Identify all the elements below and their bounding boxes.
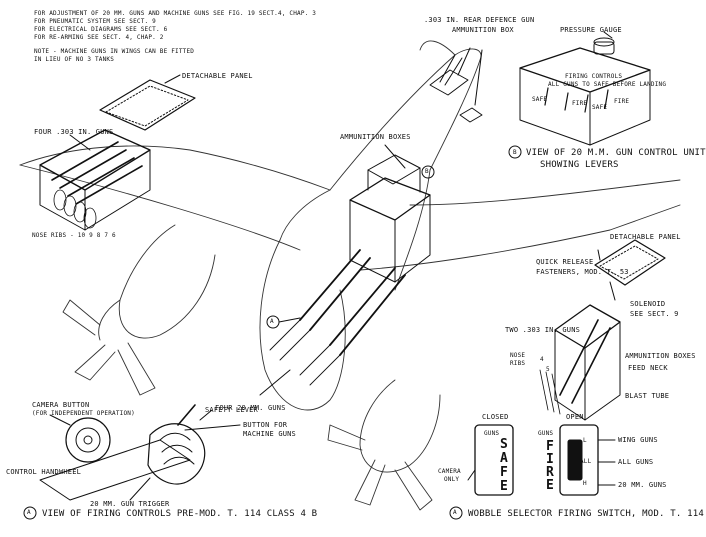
four-20mm-label: FOUR 20 MM. GUNS [215, 404, 286, 412]
callout-b-view: B [513, 149, 517, 156]
solenoid-label-1: SOLENOID [630, 300, 666, 308]
four-303-guns-label: FOUR .303 IN. GUNS [34, 128, 114, 136]
button-mg-label-1: BUTTON FOR [243, 421, 288, 429]
lever-label-3: SAFE [592, 104, 608, 111]
safety-lever-label: SAFETY LEVER [205, 406, 258, 414]
rib-number-4: 4 [540, 356, 544, 363]
closed-label: CLOSED [482, 413, 509, 421]
fire-letter-e: E [546, 478, 555, 493]
detachable-panel-left-label: DETACHABLE PANEL [182, 72, 253, 80]
lever-label-1: SAFE [532, 96, 548, 103]
safe-letter-a: A [500, 451, 509, 466]
camera-button-label-1: CAMERA BUTTON [32, 401, 90, 409]
quick-release-label-1: QUICK RELEASE [536, 258, 594, 266]
gun-trigger-label: 20 MM. GUN TRIGGER [90, 500, 170, 508]
tank-note-2: IN LIEU OF NO 3 TANKS [34, 56, 115, 63]
view-b-caption-1: VIEW OF 20 M.M. GUN CONTROL UNIT [526, 148, 706, 158]
lever-label-2: FIRE [572, 100, 588, 107]
fire-letter-i: I [546, 452, 555, 467]
open-label: OPEN [566, 413, 584, 421]
firing-controls-title: FIRING CONTROLS [565, 73, 623, 80]
nose-ribs-left-label: NOSE RIBS - 10 9 8 7 6 [32, 232, 116, 239]
tank-note-1: NOTE - MACHINE GUNS IN WINGS CAN BE FITT… [34, 48, 195, 55]
quick-release-label-2: FASTENERS, MOD. T. 53 [536, 268, 629, 276]
guns-word-closed: GUNS [484, 430, 500, 437]
wobble-caption: WOBBLE SELECTOR FIRING SWITCH, MOD. T. 1… [468, 509, 704, 519]
rear-gun-label-1: .303 IN. REAR DEFENCE GUN [424, 16, 535, 24]
solenoid-label-2: SEE SECT. 9 [630, 310, 679, 318]
callout-a-wobble: A [453, 509, 457, 516]
note-line-4: FOR RE-ARMING SEE SECT. 4, CHAP. 2 [34, 34, 164, 41]
pressure-gauge-label: PRESSURE GAUGE [560, 26, 622, 34]
firing-controls-view-a [23, 404, 241, 520]
switch-pos-l: L [583, 437, 587, 444]
fire-letter-r: R [546, 465, 555, 480]
nose-ribs-right-label-2: RIBS [510, 360, 526, 367]
safe-letter-f: F [500, 465, 509, 480]
guns-20mm-label: 20 MM. GUNS [618, 481, 667, 489]
view-b-caption-2: SHOWING LEVERS [540, 160, 619, 170]
nose-ribs-right-label-1: NOSE [510, 352, 526, 359]
right-gun-bay [539, 239, 666, 421]
blast-tube-label: BLAST TUBE [625, 392, 670, 400]
left-gun-bay [39, 74, 196, 231]
two-303-guns-label: TWO .303 IN. GUNS [505, 326, 581, 334]
wobble-selector-switch [449, 424, 616, 520]
rear-gun-label-2: AMMUNITION BOX [452, 26, 514, 34]
detachable-panel-right-label: DETACHABLE PANEL [610, 233, 681, 241]
note-line-1: FOR ADJUSTMENT OF 20 MM. GUNS AND MACHIN… [34, 10, 317, 17]
all-guns-label: ALL GUNS [618, 458, 654, 466]
button-mg-label-2: MACHINE GUNS [243, 430, 296, 438]
callout-a-center: A [270, 318, 274, 325]
guns-word-open: GUNS [538, 430, 554, 437]
ammunition-boxes-right-label: AMMUNITION BOXES [625, 352, 696, 360]
callout-b-center: B [425, 168, 429, 175]
firing-controls-sub: ALL GUNS TO SAFE BEFORE LANDING [548, 81, 667, 88]
rear-defence-gun [429, 47, 483, 123]
switch-pos-h: H [583, 480, 587, 487]
lever-label-4: FIRE [614, 98, 630, 105]
view-a-caption: VIEW OF FIRING CONTROLS PRE-MOD. T. 114 … [42, 509, 318, 519]
note-line-2: FOR PNEUMATIC SYSTEM SEE SECT. 9 [34, 18, 156, 25]
switch-pos-all: ALL [580, 458, 592, 465]
note-line-3: FOR ELECTRICAL DIAGRAMS SEE SECT. 6 [34, 26, 168, 33]
wing-guns-label: WING GUNS [618, 436, 658, 444]
safe-letter-s: S [500, 437, 509, 452]
camera-only-label-2: ONLY [444, 476, 460, 483]
control-unit-view-b [508, 31, 651, 159]
control-handwheel-label: CONTROL HANDWHEEL [6, 468, 82, 476]
rib-number-5: 5 [546, 366, 550, 373]
cannon-installation [259, 144, 435, 396]
callout-a-view: A [27, 509, 31, 516]
camera-button-label-2: (FOR INDEPENDENT OPERATION) [32, 410, 135, 417]
camera-only-label-1: CAMERA [438, 468, 461, 475]
safe-letter-e: E [500, 479, 509, 494]
feed-neck-label: FEED NECK [628, 364, 668, 372]
fire-letter-f: F [546, 439, 555, 454]
ammunition-boxes-top-label: AMMUNITION BOXES [340, 133, 411, 141]
